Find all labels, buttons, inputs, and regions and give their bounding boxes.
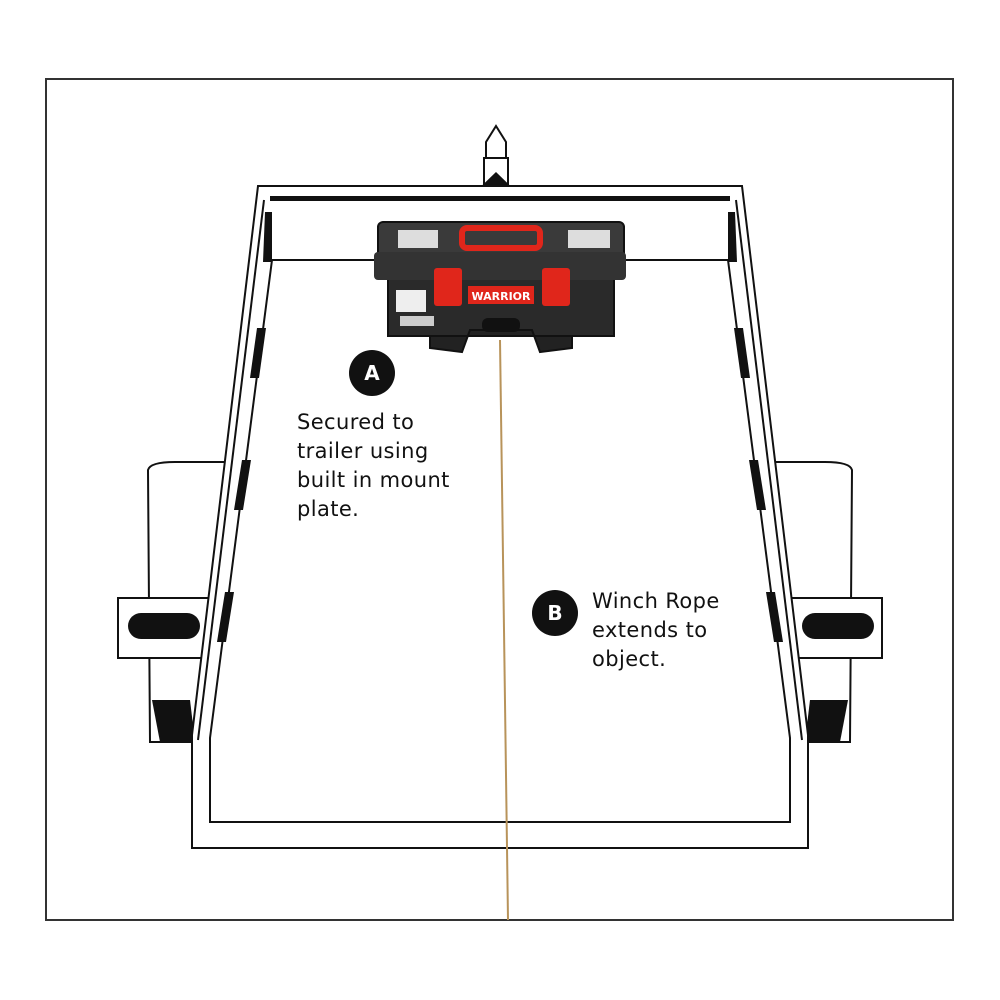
winch-handle [459, 225, 543, 251]
left-stake-pockets [217, 212, 272, 642]
callout-a-line: built in mount [297, 468, 450, 492]
winch-rope [499, 339, 509, 921]
right-stake-pockets [728, 212, 783, 642]
callout-a-line: plate. [297, 497, 360, 521]
winch-case: WARRIOR [374, 221, 626, 354]
callout-b-line: extends to [592, 618, 708, 642]
callout-b-marker: B [532, 590, 578, 636]
winch-brand: WARRIOR [471, 290, 531, 303]
callout-b-line: object. [592, 647, 667, 671]
callout-b-text: Winch Rope extends to object. [592, 587, 720, 674]
callout-a-line: trailer using [297, 439, 429, 463]
right-wheel-fender [769, 461, 883, 743]
callout-a-text: Secured to trailer using built in mount … [297, 408, 450, 524]
callout-a-line: Secured to [297, 410, 415, 434]
callout-a-marker: A [349, 350, 395, 396]
callout-b-line: Winch Rope [592, 589, 720, 613]
front-rail [270, 196, 730, 201]
left-latch [434, 268, 462, 306]
right-latch [542, 268, 570, 306]
